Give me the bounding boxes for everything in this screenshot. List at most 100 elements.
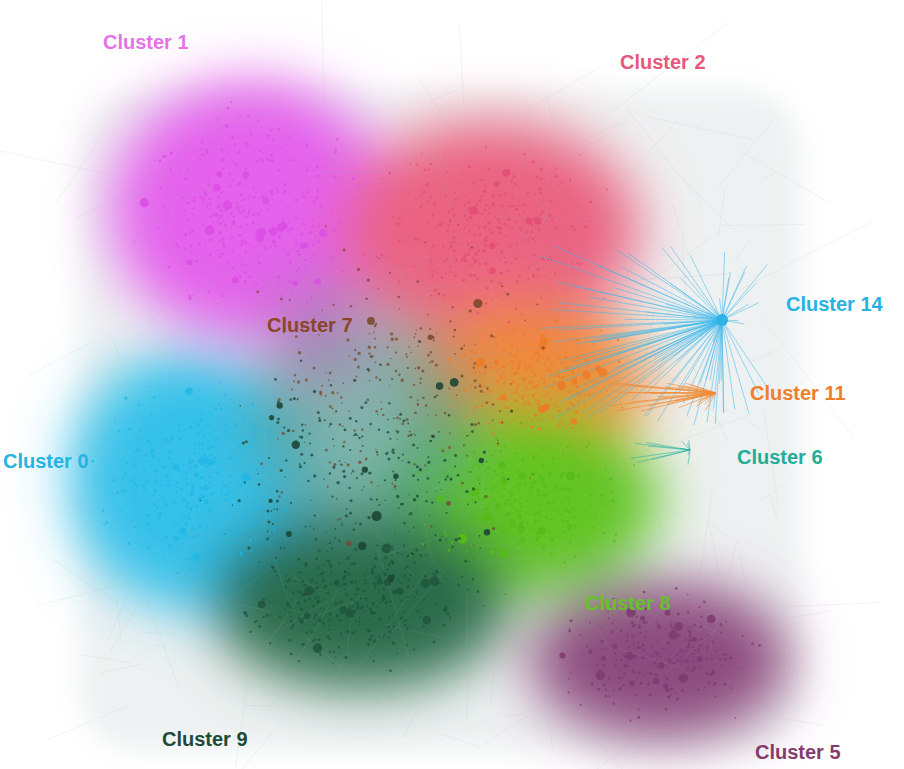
graph-node bbox=[262, 214, 263, 215]
graph-node bbox=[191, 506, 192, 507]
graph-node bbox=[209, 508, 212, 511]
edge-line bbox=[505, 537, 549, 615]
graph-node bbox=[472, 415, 473, 416]
graph-node bbox=[507, 205, 509, 207]
graph-node bbox=[319, 229, 327, 237]
edge-line bbox=[546, 129, 563, 170]
edge-line bbox=[611, 232, 653, 332]
graph-node bbox=[528, 416, 530, 418]
graph-node bbox=[569, 179, 571, 181]
graph-node bbox=[295, 243, 297, 245]
graph-node bbox=[467, 253, 470, 256]
edge-line bbox=[138, 393, 155, 408]
graph-node bbox=[498, 330, 499, 331]
graph-node bbox=[518, 525, 526, 533]
graph-node bbox=[499, 282, 502, 285]
graph-node bbox=[489, 480, 491, 482]
graph-node bbox=[191, 488, 194, 491]
graph-node bbox=[465, 196, 467, 198]
graph-node bbox=[156, 507, 159, 510]
graph-node bbox=[491, 299, 493, 301]
graph-node bbox=[584, 225, 587, 228]
graph-node bbox=[115, 421, 117, 423]
graph-node bbox=[336, 138, 338, 140]
graph-node bbox=[205, 488, 208, 491]
edge-line bbox=[56, 142, 99, 203]
edge-line bbox=[513, 229, 567, 259]
graph-node bbox=[215, 185, 218, 188]
graph-node bbox=[549, 369, 552, 372]
graph-node bbox=[527, 266, 530, 269]
edge-line bbox=[383, 409, 478, 452]
graph-node bbox=[147, 521, 149, 523]
edge-line bbox=[207, 512, 210, 543]
graph-node bbox=[141, 424, 142, 425]
star-edge bbox=[722, 320, 766, 386]
graph-node bbox=[542, 448, 544, 450]
graph-node bbox=[576, 377, 577, 378]
graph-node bbox=[465, 551, 467, 553]
graph-node bbox=[283, 190, 286, 193]
graph-node bbox=[621, 407, 623, 409]
graph-node bbox=[498, 231, 501, 234]
graph-node bbox=[242, 473, 251, 482]
graph-node bbox=[443, 298, 444, 299]
graph-node bbox=[219, 241, 221, 243]
graph-node bbox=[203, 485, 206, 488]
graph-node bbox=[557, 381, 566, 390]
graph-node bbox=[232, 249, 233, 250]
graph-node bbox=[533, 343, 535, 345]
graph-node bbox=[218, 403, 221, 406]
graph-node bbox=[493, 469, 496, 472]
edge-line bbox=[673, 204, 688, 255]
graph-node bbox=[520, 519, 521, 520]
graph-node bbox=[190, 244, 193, 247]
edge-line bbox=[157, 281, 164, 299]
graph-node bbox=[139, 430, 141, 432]
fan-edge bbox=[608, 393, 716, 406]
graph-node bbox=[578, 367, 580, 369]
graph-node bbox=[399, 217, 401, 219]
edge-line bbox=[764, 174, 774, 180]
graph-node bbox=[239, 484, 242, 487]
graph-node bbox=[505, 426, 506, 427]
graph-node bbox=[134, 526, 137, 529]
graph-node bbox=[154, 470, 157, 473]
graph-node bbox=[574, 508, 576, 510]
star-edge bbox=[583, 320, 722, 413]
graph-node bbox=[223, 201, 233, 211]
graph-node bbox=[145, 488, 147, 490]
graph-node bbox=[467, 250, 469, 252]
edge-line bbox=[283, 410, 350, 470]
graph-node bbox=[516, 350, 519, 353]
graph-node bbox=[221, 239, 224, 242]
graph-node bbox=[575, 338, 578, 341]
graph-node bbox=[191, 213, 193, 215]
graph-node bbox=[188, 232, 191, 235]
graph-node bbox=[249, 445, 251, 447]
edge-line bbox=[366, 327, 424, 393]
graph-node bbox=[539, 384, 541, 386]
graph-node bbox=[236, 206, 239, 209]
graph-node bbox=[190, 508, 193, 511]
graph-node bbox=[213, 429, 215, 431]
graph-node bbox=[231, 481, 233, 483]
graph-node bbox=[467, 243, 470, 246]
graph-node bbox=[244, 241, 247, 244]
graph-node bbox=[165, 474, 168, 477]
graph-node bbox=[443, 454, 446, 457]
graph-node bbox=[152, 454, 155, 457]
graph-node bbox=[214, 408, 217, 411]
graph-node bbox=[225, 483, 227, 485]
graph-node bbox=[464, 204, 466, 206]
graph-node bbox=[504, 481, 507, 484]
graph-node bbox=[498, 467, 500, 469]
graph-node bbox=[218, 250, 220, 252]
graph-node bbox=[484, 244, 487, 247]
hub-node bbox=[716, 314, 728, 326]
graph-node bbox=[269, 227, 277, 235]
graph-node bbox=[517, 367, 520, 370]
graph-node bbox=[193, 535, 196, 538]
graph-node bbox=[567, 407, 570, 410]
graph-node bbox=[212, 221, 214, 223]
